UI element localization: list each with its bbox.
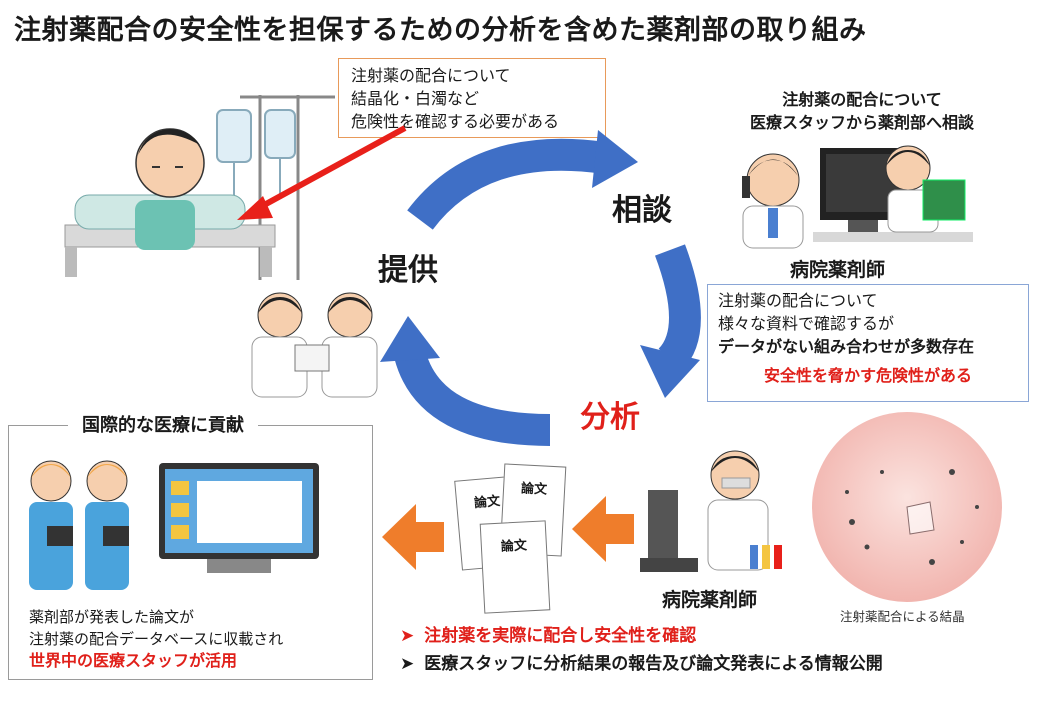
contribution-line1: 薬剤部が発表した論文が <box>29 608 195 626</box>
analysis-note-line3: データがない組み合わせが多数存在 <box>718 337 975 356</box>
analysis-note-box: 注射薬の配合について 様々な資料で確認するが データがない組み合わせが多数存在 … <box>707 284 1029 402</box>
staff-discussion-illustration <box>251 292 378 398</box>
cycle-label-analyze: 分析 <box>580 400 640 435</box>
contribution-heading: 国際的な医療に貢献 <box>68 411 258 437</box>
page-title: 注射薬配合の安全性を担保するための分析を含めた薬剤部の取り組み <box>14 15 867 46</box>
analysis-note-line1: 注射薬の配合について <box>718 291 878 310</box>
paper-3-label: 論文 <box>500 538 528 555</box>
pointer-arrow <box>237 125 407 220</box>
paper-3: 論文 <box>479 520 551 614</box>
cycle-arrows <box>380 130 701 446</box>
bullet-item-2: 医療スタッフに分析結果の報告及び論文発表による情報公開 <box>400 650 883 678</box>
analysis-note-line2: 様々な資料で確認するが <box>718 314 895 333</box>
bullet-item-1: 注射薬を実際に配合し安全性を確認 <box>400 622 883 650</box>
pharmacist-label-bottom: 病院薬剤師 <box>662 589 758 611</box>
lab-pharmacist-illustration <box>640 450 782 572</box>
paper-2-label: 論文 <box>520 481 548 498</box>
consult-caption-line2: 医療スタッフから薬剤部へ相談 <box>749 113 974 132</box>
flow-arrow-left <box>382 504 444 570</box>
crystal-micrograph <box>812 412 1002 602</box>
crystal-particles <box>845 469 979 565</box>
consult-caption: 注射薬の配合について 医療スタッフから薬剤部へ相談 <box>722 88 1002 134</box>
bullet-list: 注射薬を実際に配合し安全性を確認 医療スタッフに分析結果の報告及び論文発表による… <box>400 622 883 678</box>
cycle-label-provide: 提供 <box>378 253 438 288</box>
consult-caption-line1: 注射薬の配合について <box>782 90 942 109</box>
pharmacist-phone-illustration <box>742 145 973 249</box>
cycle-label-consult: 相談 <box>612 193 672 228</box>
analysis-warning: 安全性を脅かす危険性がある <box>763 366 972 385</box>
flow-arrow-right <box>572 496 634 562</box>
contribution-line2: 注射薬の配合データベースに収載され <box>29 630 284 648</box>
contribution-line3: 世界中の医療スタッフが活用 <box>29 651 238 670</box>
patient-note-line2: 結晶化・白濁など <box>351 89 480 108</box>
patient-illustration <box>64 95 335 280</box>
patient-note-line1: 注射薬の配合について <box>351 66 511 85</box>
contribution-box: 薬剤部が発表した論文が 注射薬の配合データベースに収載され 世界中の医療スタッフ… <box>8 425 373 680</box>
pharmacist-label-top: 病院薬剤師 <box>790 259 886 281</box>
nurses-illustration <box>29 460 129 590</box>
contribution-text: 薬剤部が発表した論文が 注射薬の配合データベースに収載され 世界中の医療スタッフ… <box>29 606 283 672</box>
crystal-caption: 注射薬配合による結晶 <box>840 609 965 624</box>
database-monitor-illustration <box>159 463 319 573</box>
